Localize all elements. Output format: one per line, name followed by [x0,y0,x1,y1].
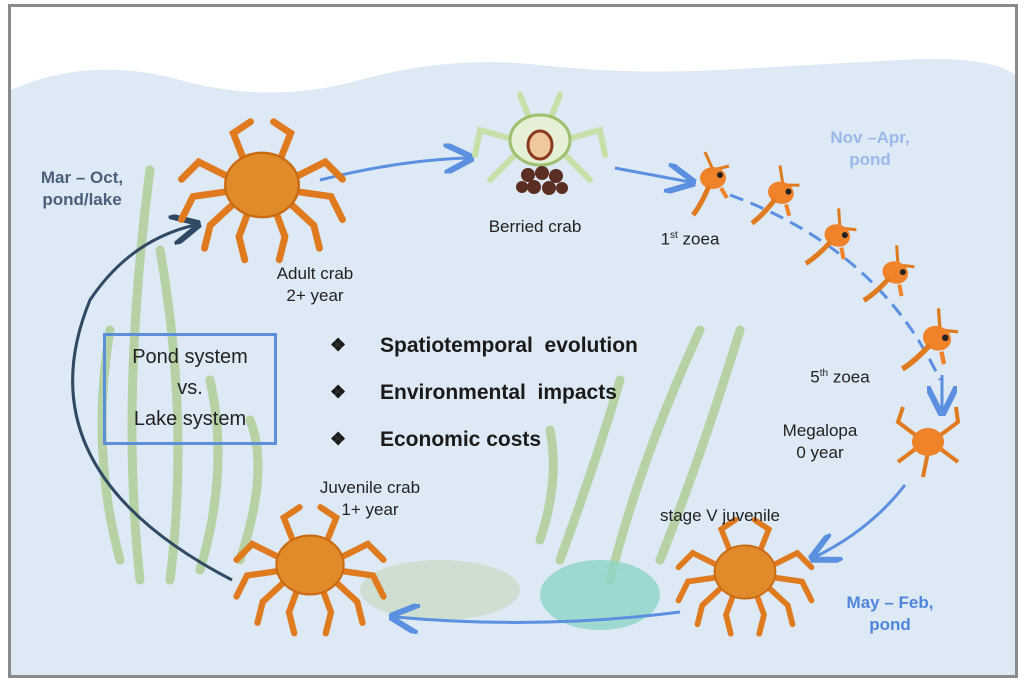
bullet-item: ❖ Spatiotemporal evolution [330,322,638,369]
season-juvenile-line2: pond [869,615,911,634]
bullet-item: ❖ Economic costs [330,416,638,463]
zoea-1-word: zoea [682,229,720,249]
adult-crab-name: Adult crab [276,264,354,283]
topic-bullet-list: ❖ Spatiotemporal evolution ❖ Environmental… [330,322,638,463]
bullet-text: Environmental impacts [380,380,617,404]
diamond-bullet-icon: ❖ [330,429,347,449]
season-adult-label: Mar – Oct, pond/lake [22,167,142,211]
adult-crab-label: Adult crab 2+ year [255,263,375,307]
stage5-juvenile-label: stage V juvenile [659,506,781,525]
megalopa-age: 0 year [796,443,844,462]
system-box-line1: Pond system [132,346,248,368]
season-juvenile-label: May – Feb, pond [820,592,960,636]
arrow-zoea-stages [729,193,942,381]
arrow-megalopa-to-juvenile [815,484,907,557]
sea-anemone [540,560,660,630]
berried-crab-icon [472,92,608,195]
season-larvae-label: Nov –Apr, pond [810,127,930,171]
berried-crab-label: Berried crab [488,217,582,236]
zoea-1-suffix: st [670,230,678,241]
system-box-line3: Lake system [133,408,247,430]
megalopa-label: Megalopa 0 year [765,420,875,464]
system-box-line2: vs. [177,377,203,399]
system-comparison-box: Pond system vs. Lake system [103,333,277,445]
seaweed-right [535,325,745,585]
bullet-item: ❖ Environmental impacts [330,369,638,416]
season-juvenile-line1: May – Feb, [846,593,934,612]
bullet-text: Spatiotemporal evolution [380,333,638,357]
juvenile-crab-age: 1+ year [341,500,399,519]
figure-border [8,4,1018,678]
season-larvae-line1: Nov –Apr, [830,128,910,147]
megalopa-icon [895,406,961,478]
season-adult-line1: Mar – Oct, [40,168,124,187]
zoea-1-label: 1st zoea [640,225,740,251]
bullet-text: Economic costs [380,427,542,451]
juvenile-crab-name: Juvenile crab [319,478,421,497]
arrow-juvenile-to-adult [71,225,233,582]
diamond-bullet-icon: ❖ [330,335,347,355]
season-larvae-line2: pond [849,150,891,169]
season-adult-line2: pond/lake [42,190,122,209]
diamond-bullet-icon: ❖ [330,382,347,402]
adult-crab-age: 2+ year [286,286,344,305]
zoea-5-word: zoea [832,367,870,387]
arrow-berried-to-zoea [614,168,690,182]
juvenile-crab-label: Juvenile crab 1+ year [305,477,435,521]
zoea-5-suffix: th [819,368,829,379]
megalopa-name: Megalopa [782,421,858,440]
arrow-stage5-to-juvenile [395,612,681,622]
zoea-5-number: 5 [810,367,820,387]
zoea-5-label: 5th zoea [790,363,890,389]
zoea-1-number: 1 [660,229,671,249]
